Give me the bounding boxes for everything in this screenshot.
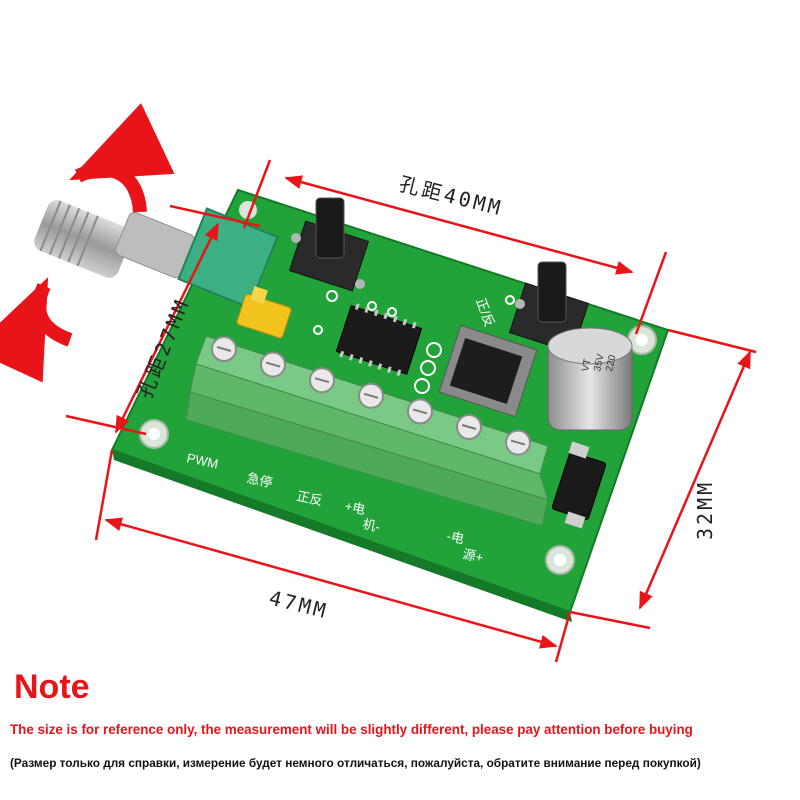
pcb-pads	[300, 242, 515, 394]
capacitor-label-3: VT	[580, 358, 593, 373]
capacitor-label-1: 220	[604, 354, 618, 373]
silk-stop: 急停	[245, 470, 274, 490]
note-title: Note	[14, 668, 90, 706]
screw-slot	[510, 439, 526, 446]
silk-motor-plus: +电	[343, 498, 366, 517]
screw-slot	[363, 392, 379, 399]
screw-slot	[265, 361, 281, 368]
driver-ic	[335, 303, 423, 377]
silk-reverse: 正反	[295, 488, 324, 508]
screw-slot	[314, 377, 330, 384]
rotate-arrow-up-icon	[69, 103, 175, 213]
mosfet	[438, 324, 538, 418]
screw-slot	[412, 408, 428, 415]
dimension-lines	[65, 159, 757, 663]
dim-board-height: 32MM	[693, 480, 717, 540]
note-russian: (Размер только для справки, измерение бу…	[10, 756, 701, 770]
capacitor: 220 35V VT	[547, 327, 633, 431]
terminal-block	[185, 335, 549, 527]
screw-slot	[216, 346, 232, 352]
jumper[interactable]	[236, 286, 292, 339]
dim-board-width: 47MM	[267, 586, 331, 624]
note-english: The size is for reference only, the meas…	[10, 722, 693, 737]
silk-pwm: PWM	[185, 450, 219, 471]
screw-slot	[461, 424, 477, 430]
fuse	[551, 441, 607, 529]
rotate-arrow-down-icon	[0, 277, 73, 383]
capacitor-label-2: 35V	[592, 353, 607, 373]
